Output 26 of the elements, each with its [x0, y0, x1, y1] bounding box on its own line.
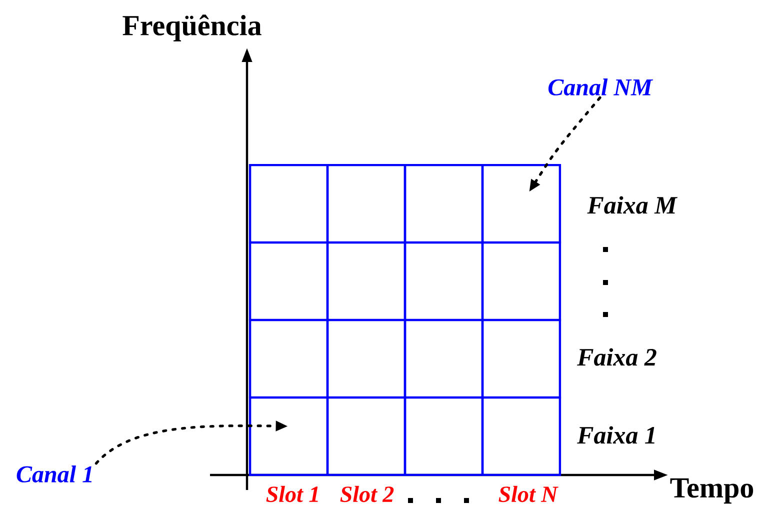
- grid-cell: [248, 241, 329, 322]
- channel-label: Canal 1: [16, 466, 92, 482]
- axis-label: Tempo: [670, 478, 754, 504]
- slot-label: Slot N: [498, 486, 558, 502]
- grid-cell: [481, 396, 562, 476]
- grid-cell: [248, 318, 329, 399]
- slot-label: Slot 2: [340, 486, 394, 502]
- grid-cell: [248, 396, 329, 476]
- axis-label: Freqüência: [122, 14, 262, 42]
- grid-cell: [481, 164, 562, 244]
- band-label: Faixa 1: [577, 426, 654, 444]
- grid-cell: [326, 164, 406, 244]
- grid-cell: [481, 241, 562, 322]
- grid-cell: [326, 241, 406, 322]
- grid-cell: [326, 396, 406, 476]
- grid-cell: [404, 241, 484, 322]
- grid-cell: [326, 318, 406, 399]
- grid-cell: [404, 164, 484, 244]
- band-label: Faixa M: [587, 196, 678, 214]
- slot-label: Slot 1: [266, 486, 318, 502]
- grid-cell: [481, 318, 562, 399]
- channel-label: Canal NM: [548, 78, 653, 96]
- grid-cell: [248, 164, 329, 244]
- grid-cell: [404, 318, 484, 399]
- grid-cell: [404, 396, 484, 476]
- band-label: Faixa 2: [577, 348, 656, 366]
